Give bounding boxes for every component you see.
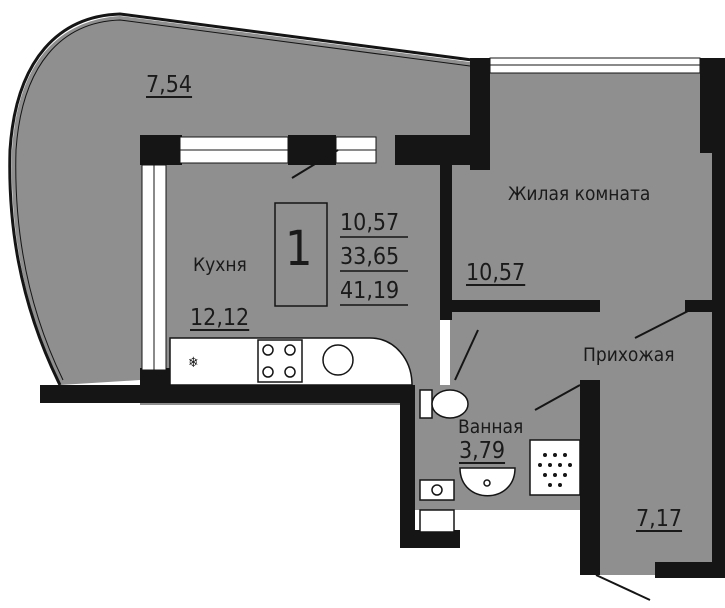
rooms-count-box — [274, 202, 328, 307]
living-floor — [440, 70, 715, 300]
bath-fixtures — [419, 389, 581, 533]
rooms-count: 1 — [285, 221, 313, 277]
doors — [291, 149, 691, 601]
hall-floor — [440, 300, 715, 575]
balcony-area: 7,54 — [146, 72, 193, 98]
snowflake-icon: ❄ — [188, 355, 199, 371]
windows — [141, 57, 701, 371]
kitchen-counter: ❄ — [169, 337, 413, 386]
shower-dots — [538, 453, 572, 487]
kitchen-label: Кухня — [193, 254, 247, 276]
bath-area: 3,79 — [459, 438, 506, 464]
walls — [40, 58, 725, 578]
balcony-outline — [8, 12, 473, 386]
kitchen-area: 12,12 — [190, 305, 250, 331]
summary-total-area: 41,19 — [340, 278, 400, 304]
summary-living-area: 10,57 — [340, 210, 400, 236]
living-room-area: 10,57 — [466, 260, 526, 286]
hall-area: 7,17 — [636, 506, 683, 532]
summary-area-no-balcony: 33,65 — [340, 244, 400, 270]
hall-label: Прихожая — [583, 344, 675, 366]
bath-label: Ванная — [458, 416, 524, 438]
balcony-floor — [11, 16, 470, 385]
balcony-inner-outline — [15, 19, 471, 381]
living-room-label: Жилая комната — [508, 183, 651, 205]
